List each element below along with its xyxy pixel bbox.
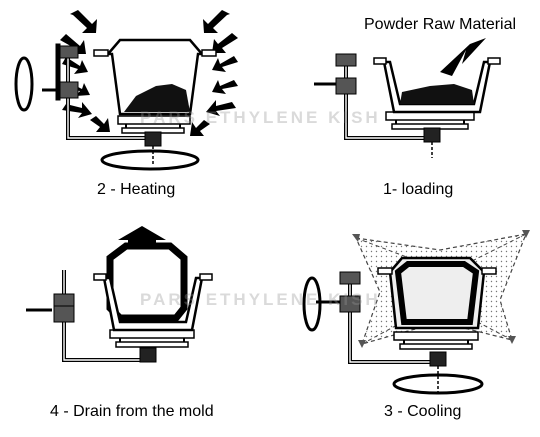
caption-drain: 4 - Drain from the mold xyxy=(50,403,214,420)
heating-panel xyxy=(14,10,238,171)
rotation-indicators xyxy=(14,56,200,171)
mold xyxy=(377,256,497,350)
open-mold xyxy=(373,57,501,130)
caption-loading: 1- loading xyxy=(383,181,454,198)
drain-panel xyxy=(26,226,213,363)
open-mold xyxy=(93,273,213,348)
heat-arrows xyxy=(60,10,238,136)
rotation-indicators xyxy=(302,276,484,396)
shaft xyxy=(423,127,441,158)
loading-panel xyxy=(314,38,501,158)
watermark-top: PARS ETHYLENE KISH xyxy=(140,108,381,127)
shaft xyxy=(139,347,157,363)
caption-cooling: 3 - Cooling xyxy=(384,403,462,420)
cooling-panel xyxy=(302,230,530,396)
powder-label: Powder Raw Material xyxy=(364,16,517,33)
watermark-bottom: PARS ETHYLENE KISH xyxy=(140,290,381,309)
caption-heating: 2 - Heating xyxy=(97,181,176,198)
powder-pointer-arrow xyxy=(440,38,486,76)
support-frame xyxy=(314,53,434,140)
mold xyxy=(93,38,217,134)
